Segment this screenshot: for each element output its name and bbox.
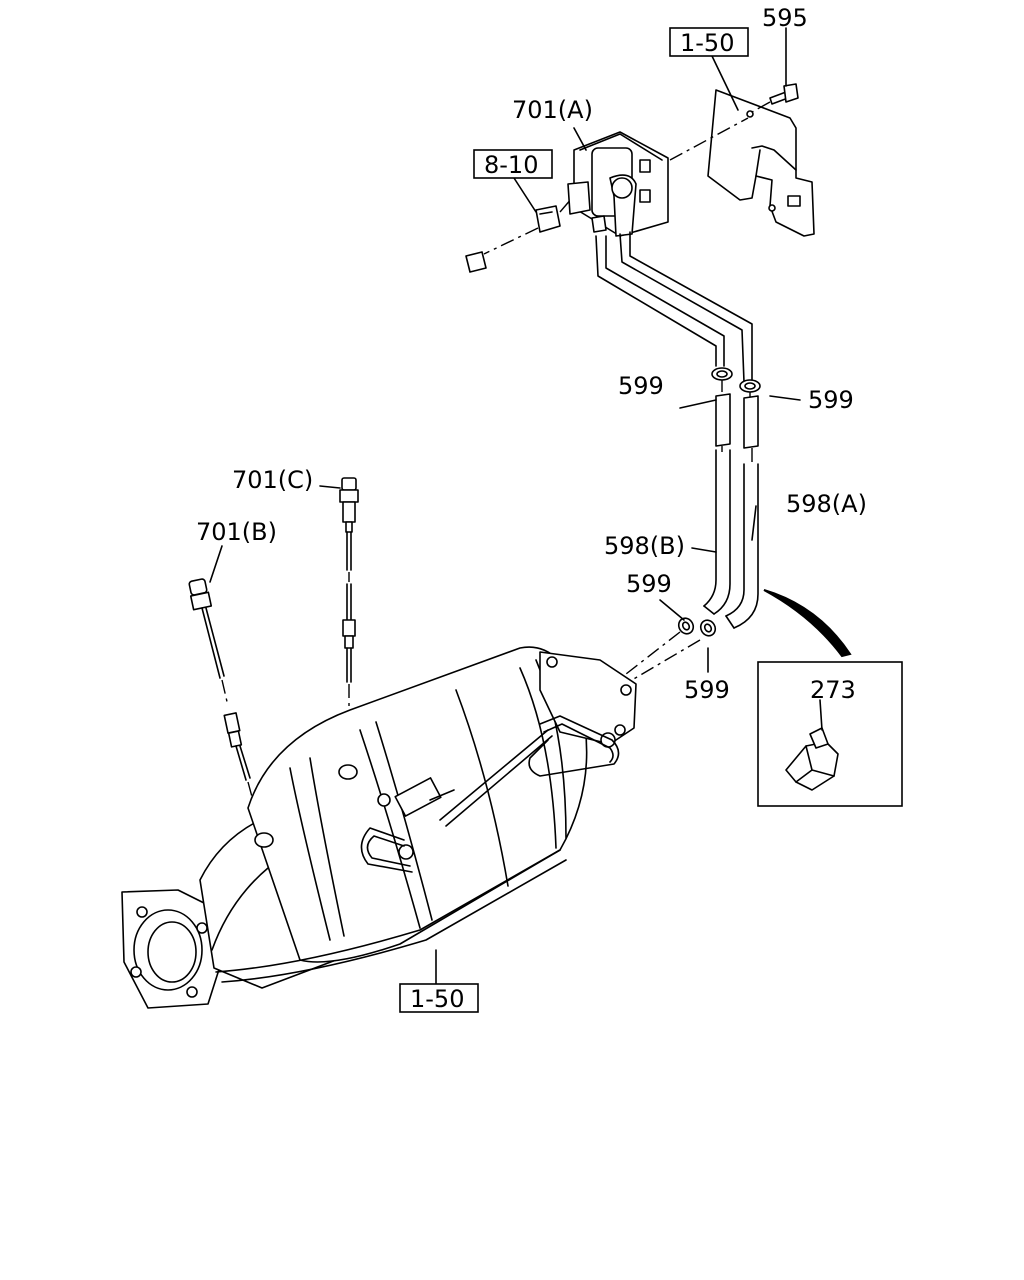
clamp-599-lower-right — [699, 619, 717, 637]
label-598b: 598(B) — [604, 532, 685, 560]
label-273: 273 — [810, 676, 856, 704]
label-599-lower-right: 599 — [684, 676, 730, 704]
sensor-tubes — [595, 231, 753, 383]
sensor-701c — [339, 477, 359, 768]
clamp-599-upper-left — [711, 367, 733, 381]
bolt-595 — [751, 83, 799, 113]
label-598a: 598(A) — [786, 490, 867, 518]
label-599-upper-left: 599 — [618, 372, 664, 400]
sensor-701b — [188, 578, 263, 835]
clamp-599-lower-left — [677, 617, 695, 635]
label-701a: 701(A) — [512, 96, 593, 124]
harness-connector — [465, 197, 573, 273]
ref-box-harness — [473, 149, 553, 179]
clip-detail-box — [757, 661, 903, 807]
hose-598b — [703, 393, 731, 615]
label-ref-bracket: 1-50 — [680, 29, 734, 57]
sensor-701a — [567, 117, 749, 237]
label-ref-dpf: 1-50 — [410, 985, 464, 1013]
label-599-lower-left: 599 — [626, 570, 672, 598]
leader-lines — [209, 27, 801, 985]
ref-box-bracket — [669, 27, 749, 57]
bracket — [707, 89, 815, 237]
clamp-599-upper-right — [739, 379, 761, 393]
label-599-upper-right: 599 — [808, 386, 854, 414]
label-701b: 701(B) — [196, 518, 277, 546]
label-595: 595 — [762, 4, 808, 32]
detail-arrow — [763, 589, 852, 658]
label-ref-harness: 8-10 — [484, 151, 538, 179]
ref-box-dpf — [399, 983, 479, 1013]
hose-598a — [725, 395, 759, 629]
label-701c: 701(C) — [232, 466, 313, 494]
dpf-assembly — [121, 646, 637, 1009]
